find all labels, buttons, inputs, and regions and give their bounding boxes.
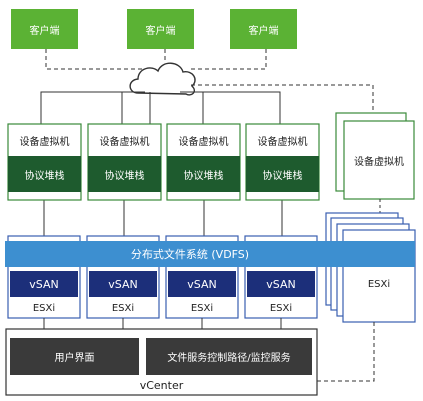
standby-to-vcenter-connector bbox=[317, 322, 375, 382]
standby-vm-frames bbox=[335, 112, 415, 200]
host-to-vcenter-lines bbox=[43, 318, 282, 329]
vsan-boxes bbox=[10, 271, 315, 297]
cloud-to-vm-lines bbox=[40, 91, 281, 124]
esxi-label: ESXi bbox=[111, 302, 135, 314]
vsan-label: vSAN bbox=[187, 277, 217, 291]
vm-title: 设备虚拟机 bbox=[257, 136, 308, 148]
user-interface-box bbox=[10, 338, 139, 375]
protocol-stack-label: 协议堆栈 bbox=[183, 170, 224, 182]
protocol-stack-boxes bbox=[8, 156, 319, 192]
vsan-label: vSAN bbox=[266, 277, 296, 291]
cloud-icon bbox=[129, 62, 196, 96]
client-connectors bbox=[45, 49, 267, 70]
vm-title: 设备虚拟机 bbox=[178, 136, 229, 148]
vm-to-host-lines bbox=[43, 200, 283, 236]
vsan-label: vSAN bbox=[108, 277, 138, 291]
vcenter-label: vCenter bbox=[139, 378, 184, 392]
standby-vm-title: 设备虚拟机 bbox=[354, 156, 404, 168]
esxi-label: ESXi bbox=[190, 302, 214, 314]
dfs-bar bbox=[5, 241, 415, 267]
standby-esxi-frames bbox=[325, 212, 416, 323]
standby-esxi-label: ESXi bbox=[367, 278, 391, 290]
client-box: 客户端 bbox=[127, 9, 194, 49]
protocol-stack-label: 协议堆栈 bbox=[24, 170, 65, 182]
vm-title: 设备虚拟机 bbox=[99, 136, 150, 148]
vm-title: 设备虚拟机 bbox=[19, 136, 70, 148]
protocol-stack-label: 协议堆栈 bbox=[104, 170, 145, 182]
esxi-label: ESXi bbox=[32, 302, 56, 314]
client-box: 客户端 bbox=[11, 9, 78, 49]
vsan-label: vSAN bbox=[29, 277, 59, 291]
control-path-box bbox=[146, 338, 312, 375]
esxi-label: ESXi bbox=[269, 302, 293, 314]
standby-dashed-connector bbox=[191, 84, 374, 113]
user-interface-label: 用户界面 bbox=[54, 353, 95, 364]
control-path-label: 文件服务控制路径/监控服务 bbox=[167, 353, 291, 364]
dfs-bar-label: 分布式文件系统 (VDFS) bbox=[130, 248, 250, 261]
protocol-stack-label: 协议堆栈 bbox=[262, 170, 303, 182]
client-box: 客户端 bbox=[230, 9, 297, 49]
